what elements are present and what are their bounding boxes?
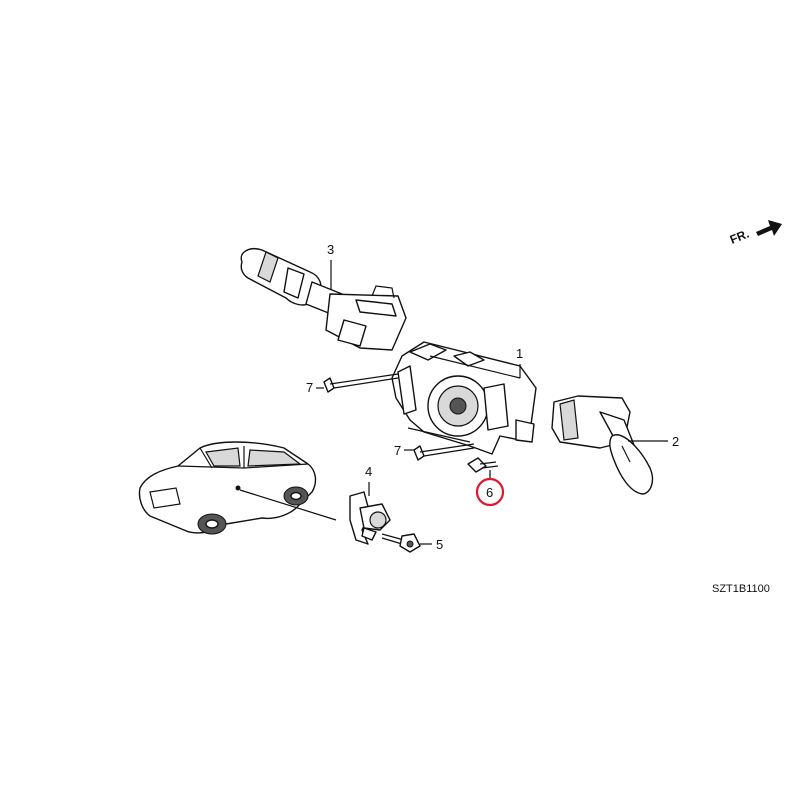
combination-switch-body xyxy=(391,341,537,455)
screw-upper xyxy=(323,373,399,393)
vehicle-locator-illustration xyxy=(138,441,337,535)
callout-1: 1 xyxy=(516,346,523,361)
highlight-circle xyxy=(475,477,505,507)
key-cylinder-sensor xyxy=(349,491,391,545)
bolt xyxy=(467,457,499,473)
front-direction-indicator: FR. xyxy=(728,220,782,247)
combination-switch-left-lever xyxy=(240,248,407,351)
flange-bolt xyxy=(381,533,421,553)
leader-lines xyxy=(316,260,668,545)
highlighted-callout-6[interactable]: 6 xyxy=(475,477,505,507)
callout-7-upper: 7 xyxy=(306,380,313,395)
callout-2: 2 xyxy=(672,434,679,449)
figure-code: SZT1B1100 xyxy=(712,583,770,595)
callout-4: 4 xyxy=(365,464,372,479)
callout-3: 3 xyxy=(327,242,334,257)
callout-7-lower: 7 xyxy=(394,443,401,458)
callout-6: 6 xyxy=(486,485,493,500)
front-arrow-icon xyxy=(756,220,782,236)
callout-5: 5 xyxy=(436,537,443,552)
screw-lower xyxy=(413,443,475,461)
combination-switch-right-lever xyxy=(551,395,654,495)
front-label: FR. xyxy=(728,227,751,247)
